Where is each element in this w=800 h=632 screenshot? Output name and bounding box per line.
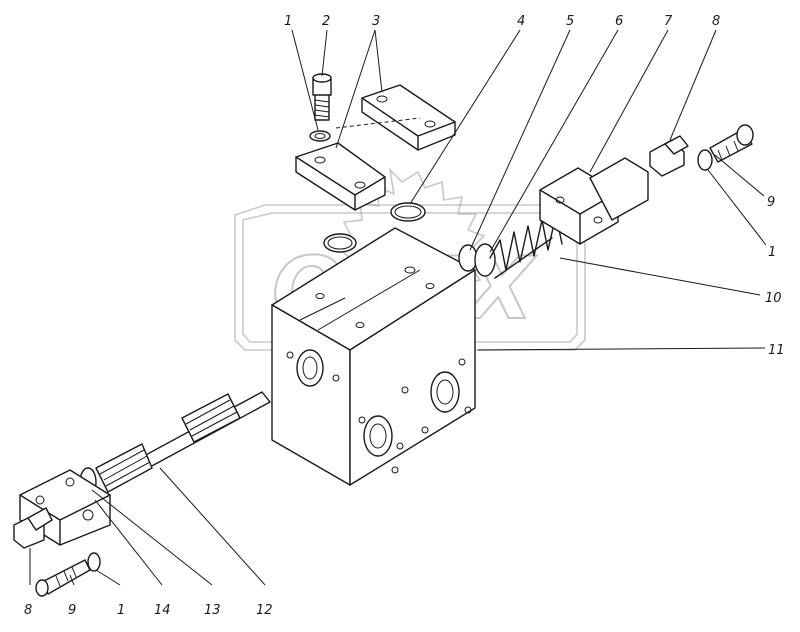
callout-top-4: 4 (517, 14, 525, 29)
callout-bottom-8: 8 (24, 603, 32, 618)
part-8-fitting-left (13, 507, 53, 549)
part-3-upper-plate (361, 84, 456, 151)
callout-bottom-13: 13 (204, 603, 221, 618)
part-7-right-end-cap (539, 157, 649, 245)
part-1-washer-left (87, 552, 101, 572)
part-9-bolt-right (709, 124, 754, 163)
callout-numbers: 1 2 3 4 5 6 7 8 9 1 10 11 8 9 1 14 13 12 (24, 14, 785, 618)
callout-right-9: 9 (767, 195, 775, 210)
callout-top-6: 6 (615, 14, 623, 29)
part-4-o-ring (323, 202, 426, 253)
leader-lines (29, 29, 767, 586)
callout-top-5: 5 (566, 14, 574, 29)
callout-bottom-9: 9 (68, 603, 76, 618)
callout-top-7: 7 (664, 14, 673, 29)
callout-top-3: 3 (372, 14, 380, 29)
part-5-seal-ring (458, 244, 478, 272)
callout-top-2: 2 (322, 14, 330, 29)
part-12-spool (95, 391, 271, 493)
part-11-valve-body (271, 227, 476, 486)
callout-right-10: 10 (765, 291, 782, 306)
part-8-fitting-right (649, 135, 689, 177)
callout-top-1: 1 (284, 14, 292, 29)
callout-right-11: 11 (768, 343, 785, 358)
callout-bottom-12: 12 (256, 603, 273, 618)
part-1-washer-top (309, 130, 331, 142)
part-2-cap-screw (312, 73, 332, 121)
part-1-washer-right (697, 149, 713, 171)
callout-bottom-14: 14 (154, 603, 171, 618)
callout-bottom-1: 1 (117, 603, 125, 618)
part-10-spring (489, 214, 563, 279)
callout-top-8: 8 (712, 14, 720, 29)
part-9-bolt-left (35, 559, 91, 597)
callout-right-1: 1 (768, 245, 776, 260)
